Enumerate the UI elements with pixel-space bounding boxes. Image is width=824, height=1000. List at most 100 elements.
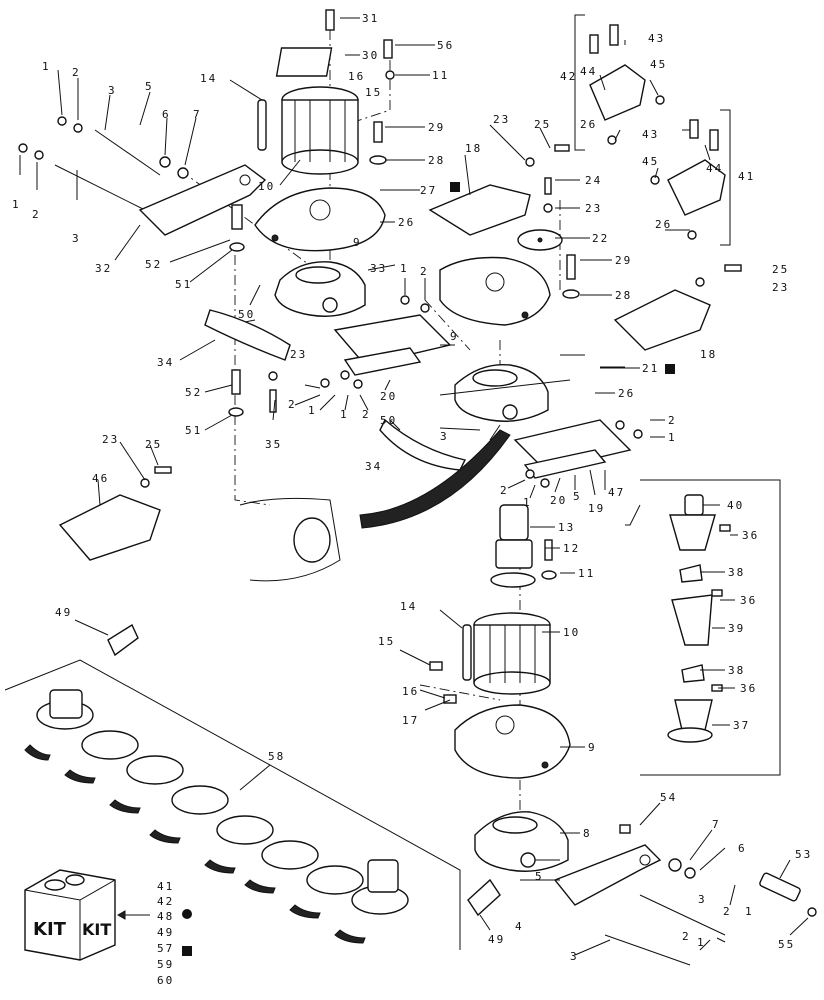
callout-8: 8	[583, 827, 592, 840]
kit-item-59: 59	[157, 958, 174, 971]
callout-34-a: 34	[157, 356, 174, 369]
callout-15: 15	[365, 86, 382, 99]
callout-19: 19	[588, 502, 605, 515]
callout-28-b: 28	[615, 289, 632, 302]
callout-14-b: 14	[400, 600, 417, 613]
marker-square-27	[450, 182, 460, 192]
callout-47: 47	[608, 486, 625, 499]
callout-20-a: 20	[380, 390, 397, 403]
kit-item-41: 41	[157, 880, 174, 893]
callout-23-b: 23	[585, 202, 602, 215]
callout-37: 37	[733, 719, 750, 732]
skid-plates	[58, 184, 711, 561]
threaded-rods	[54, 129, 726, 966]
leader-lines	[19, 17, 809, 956]
callout-25-c: 25	[145, 438, 162, 451]
callout-23-a: 23	[493, 113, 510, 126]
callout-26-a: 26	[398, 216, 415, 229]
callout-44-a: 44	[580, 65, 597, 78]
callout-23-e: 23	[102, 433, 119, 446]
cutter-disc-right	[439, 256, 551, 326]
callout-17: 17	[402, 714, 419, 727]
callout-25-b: 25	[772, 263, 789, 276]
callout-49-b: 49	[488, 933, 505, 946]
callout-2-a: 2	[72, 66, 81, 79]
callout-41: 41	[738, 170, 755, 183]
callout-6-a: 6	[162, 108, 171, 121]
kit-item-42: 42	[157, 895, 174, 908]
callout-3-d: 3	[698, 893, 707, 906]
callout-33: 33	[370, 262, 387, 275]
callout-30: 30	[362, 49, 379, 62]
bracket-assembly-42	[574, 14, 665, 151]
gear-cap	[517, 229, 563, 251]
callout-36-b: 36	[740, 594, 757, 607]
callout-12: 12	[563, 542, 580, 555]
callout-11: 11	[432, 69, 449, 82]
callout-31: 31	[362, 12, 379, 25]
callout-46: 46	[92, 472, 109, 485]
callout-29-b: 29	[615, 254, 632, 267]
callout-35: 35	[265, 438, 282, 451]
idler-arm-upper	[138, 164, 267, 236]
callout-3-b: 3	[72, 232, 81, 245]
cutterbar-assembly	[4, 659, 461, 950]
cutterbar-discs	[36, 689, 409, 915]
callout-49-a: 49	[55, 606, 72, 619]
callout-1-i: 1	[697, 936, 706, 949]
kit-box-illustration: KIT KIT	[24, 869, 150, 961]
callout-50-a: 50	[238, 308, 255, 321]
callout-9-c: 9	[588, 741, 597, 754]
callout-1-g: 1	[523, 496, 532, 509]
callout-18-a: 18	[465, 142, 482, 155]
callout-2-b: 2	[32, 208, 41, 221]
spacer-plates	[333, 314, 632, 479]
bracket-49	[107, 623, 501, 917]
callout-5-a: 5	[145, 80, 154, 93]
callout-51-a: 51	[175, 278, 192, 291]
callout-1-b: 1	[12, 198, 21, 211]
callout-39: 39	[728, 622, 745, 635]
callout-1-e: 1	[340, 408, 349, 421]
cutter-disc-upper	[254, 187, 386, 252]
callout-42: 42	[560, 70, 577, 83]
marker-circle-48	[182, 909, 192, 919]
callout-15-b: 15	[378, 635, 395, 648]
gearbox-module-upper	[274, 261, 366, 317]
callout-38-a: 38	[728, 566, 745, 579]
callout-1-h: 1	[745, 905, 754, 918]
callout-2-e: 2	[362, 408, 371, 421]
callout-5-b: 5	[573, 490, 582, 503]
callout-45-a: 45	[650, 58, 667, 71]
callout-36-c: 36	[740, 682, 757, 695]
callout-1-d: 1	[308, 404, 317, 417]
gearbox-module-middle	[439, 363, 571, 422]
callout-18-b: 18	[700, 348, 717, 361]
gearbox-module-lower	[474, 811, 569, 872]
callout-labels-extra: 53 54 55	[795, 848, 810, 861]
callout-43-b: 43	[642, 128, 659, 141]
callout-3-c: 3	[440, 430, 449, 443]
callout-2-i: 2	[682, 930, 691, 943]
callout-2-f: 2	[668, 414, 677, 427]
kit-item-48: 48	[157, 910, 174, 923]
callout-38-b: 38	[728, 664, 745, 677]
bracket-assembly-41	[650, 109, 731, 246]
callout-26-d: 26	[655, 218, 672, 231]
kit-box-text-left: KIT	[33, 919, 67, 940]
callout-52-b: 52	[185, 386, 202, 399]
marker-square-21	[665, 364, 675, 374]
callout-2-g: 2	[500, 484, 509, 497]
callout-29-a: 29	[428, 121, 445, 134]
callout-3-e: 3	[570, 950, 579, 963]
drum-housing-lower	[429, 612, 551, 704]
callout-1-f: 1	[668, 431, 677, 444]
callout-10-b: 10	[563, 626, 580, 639]
callout-7-b: 7	[712, 818, 721, 831]
callout-22: 22	[592, 232, 609, 245]
callout-13: 13	[558, 521, 575, 534]
marker-square-57	[182, 946, 192, 956]
kit-part-list: 41 42 48 49 57 59 60	[157, 880, 174, 987]
